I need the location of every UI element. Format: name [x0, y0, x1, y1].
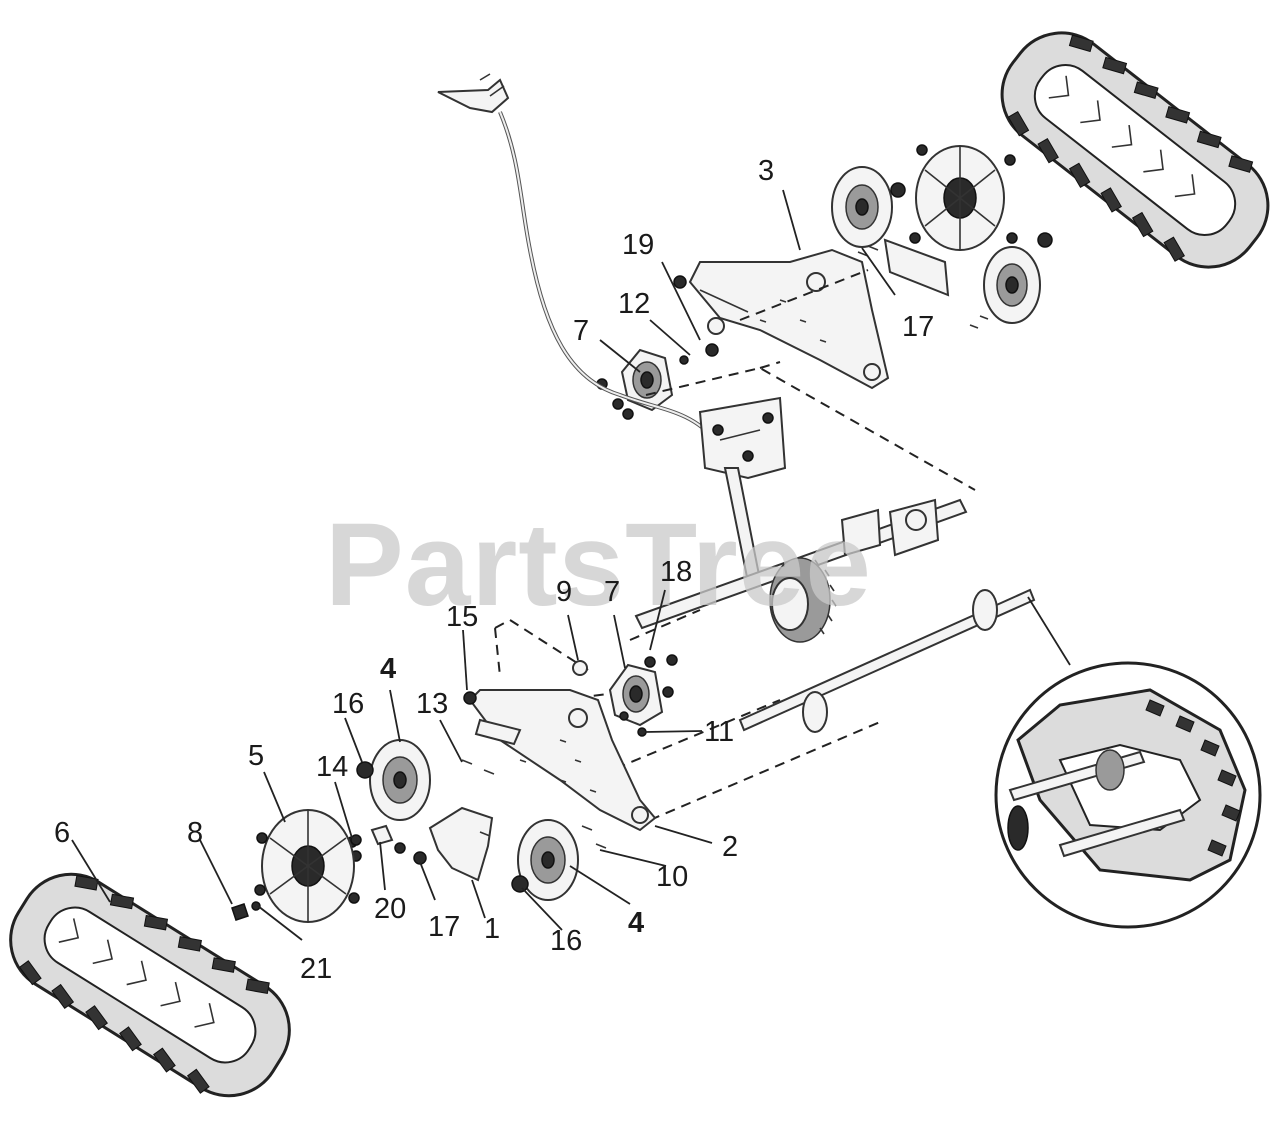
callout-20: 20 — [374, 893, 406, 925]
sprocket-lower — [254, 809, 362, 923]
callout-4: 4 — [628, 907, 644, 939]
callout-17: 17 — [428, 911, 460, 943]
callout-15: 15 — [446, 601, 478, 633]
callout-9: 9 — [556, 576, 572, 608]
callout-2: 2 — [722, 831, 738, 863]
callout-18: 18 — [660, 556, 692, 588]
callout-8: 8 — [187, 817, 203, 849]
leader-lines — [71, 189, 896, 941]
callout-11: 11 — [704, 716, 734, 748]
callout-3: 3 — [758, 155, 774, 187]
callout-6: 6 — [54, 817, 70, 849]
pulley-upper-2 — [983, 246, 1041, 324]
callout-7: 7 — [604, 576, 620, 608]
detail-inset — [994, 596, 1262, 929]
track-upper-right — [1000, 31, 1270, 269]
pulley-lower-1 — [369, 739, 431, 821]
callout-13: 13 — [416, 688, 448, 720]
callout-1: 1 — [484, 913, 500, 945]
track-lower-left — [9, 872, 291, 1098]
callout-14: 14 — [316, 751, 348, 783]
pulley-upper-1 — [831, 166, 893, 248]
nut-upper-2 — [890, 182, 906, 198]
alignment-line-lower — [494, 609, 881, 821]
nut-16-upper — [356, 761, 374, 779]
bracket-lower — [428, 806, 494, 882]
nut-16-lower — [511, 875, 529, 893]
washer-20 — [370, 824, 394, 846]
bracket-upper — [883, 238, 950, 297]
sprocket-upper — [909, 144, 1018, 251]
callout-5: 5 — [248, 740, 264, 772]
gearbox-bracket — [698, 396, 787, 584]
nut-upper — [1037, 232, 1053, 248]
side-plate-upper — [688, 248, 890, 390]
bearing-flange-upper — [620, 348, 674, 412]
alignment-line-upper — [645, 269, 976, 491]
callout-19: 19 — [622, 229, 654, 261]
callout-16: 16 — [332, 688, 364, 720]
callout-16: 16 — [550, 925, 582, 957]
drive-shaft-center — [634, 498, 968, 643]
callout-21: 21 — [300, 953, 332, 985]
control-cable — [437, 73, 717, 442]
part-8 — [231, 903, 249, 921]
callout-4: 4 — [380, 653, 396, 685]
bearing-flange-lower — [608, 663, 664, 727]
watermark-text: PartsTree — [325, 499, 872, 631]
callout-17: 17 — [902, 311, 934, 343]
callout-numbers: 3 19 12 7 17 9 7 18 15 4 16 13 11 5 14 6… — [54, 155, 934, 985]
pulley-lower-2 — [517, 819, 579, 901]
callout-7: 7 — [573, 315, 589, 347]
callout-12: 12 — [618, 288, 650, 320]
axle-lower — [738, 588, 1036, 733]
side-plate-lower — [468, 689, 657, 832]
callout-10: 10 — [656, 861, 688, 893]
